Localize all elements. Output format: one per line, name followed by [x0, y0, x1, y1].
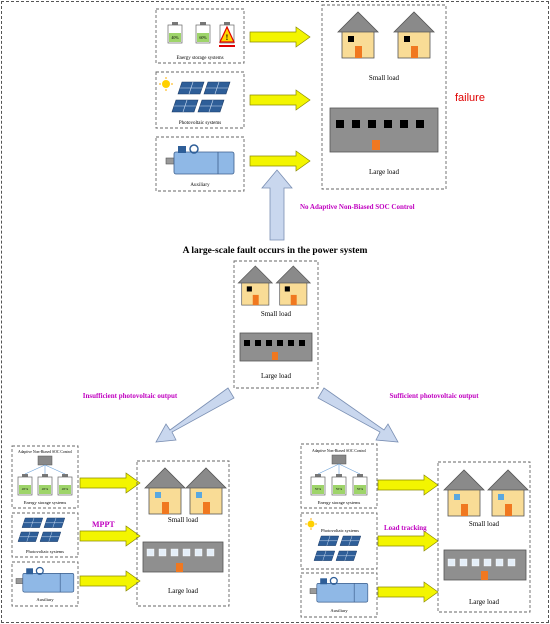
left-pv-box [11, 512, 79, 558]
aux-label: Auxiliary [36, 597, 54, 602]
motor-icon [309, 576, 369, 603]
small-load-label: Small load [369, 74, 400, 82]
mode-label: Load tracking [384, 524, 427, 532]
up-arrow [261, 169, 293, 241]
sun-icon [305, 518, 317, 530]
power-arrow [249, 150, 311, 172]
battery-level: 45% [42, 487, 49, 491]
battery-level: 45% [22, 487, 29, 491]
right-aux-box [300, 572, 378, 618]
sun-icon [159, 77, 173, 91]
battery-icon [331, 473, 347, 496]
power-arrow [377, 474, 439, 496]
no-control-label: No Adaptive Non-Biased SOC Control [300, 203, 415, 211]
headline: A large-scale fault occurs in the power … [183, 246, 368, 256]
large-load-label: Large load [168, 587, 198, 595]
factory-icon [239, 332, 313, 362]
house-icon [275, 265, 311, 306]
right-pv-box [300, 512, 378, 570]
top-aux-box [155, 136, 245, 192]
solar-panels-icon [17, 517, 66, 542]
left-sources-group: Adaptive Non-Biased SOC Control 45% 45% … [11, 445, 79, 607]
battery-level: 40% [171, 35, 179, 40]
right-sources-group: Adaptive Non-Biased SOC Control 55% 55% … [300, 443, 378, 618]
battery-icon [57, 473, 73, 496]
left-branch-arrow [155, 387, 235, 443]
top-loads-box [321, 4, 447, 190]
power-arrow [377, 581, 439, 603]
top-sources-group: 40% 60% ! Energy storage systems Photovo… [155, 8, 245, 192]
power-arrow [79, 570, 141, 592]
energy-storage-label: Energy storage systems [24, 500, 67, 505]
left-loads-group: Small load Large load [136, 460, 230, 607]
right-energy-storage-box [300, 443, 378, 509]
battery-icon [310, 473, 326, 496]
left-aux-box [11, 561, 79, 607]
control-label: Adaptive Non-Biased SOC Control [312, 449, 366, 453]
motor-icon [15, 566, 75, 593]
battery-level: 45% [62, 487, 69, 491]
aux-label: Auxiliary [190, 183, 210, 188]
center-loads-group: Small load Large load [233, 260, 319, 389]
energy-storage-label: Energy storage systems [318, 500, 361, 505]
left-loads-box [136, 460, 230, 607]
power-arrow [79, 525, 141, 547]
house-icon [393, 11, 435, 59]
house-icon [337, 11, 379, 59]
house-icon [237, 265, 273, 306]
solar-panels-icon [313, 535, 362, 561]
aux-label: Auxiliary [330, 608, 348, 613]
mode-label: MPPT [92, 520, 115, 529]
battery-level: 55% [336, 487, 343, 491]
right-branch-label: Sufficient photovoltaic output [389, 392, 479, 400]
right-branch-arrow [317, 387, 399, 443]
left-energy-storage-box [11, 445, 79, 509]
battery-level: 60% [199, 35, 207, 40]
factory-icon [443, 549, 527, 581]
motor-icon [165, 144, 235, 175]
battery-warning-icon: ! [219, 22, 235, 47]
right-loads-box [437, 461, 531, 613]
battery-level: 55% [315, 487, 322, 491]
house-icon [185, 467, 227, 515]
power-arrow [249, 26, 311, 48]
top-pv-box [155, 71, 245, 129]
pv-label: Photovoltaic systems [179, 121, 221, 126]
large-load-label: Large load [369, 168, 399, 176]
small-load-label: Small load [261, 310, 292, 318]
svg-text:!: ! [226, 33, 229, 42]
small-load-label: Small load [168, 516, 199, 524]
house-icon [144, 467, 186, 515]
battery-icon [17, 473, 33, 496]
energy-storage-label: Energy storage systems [176, 56, 223, 61]
factory-icon [329, 107, 439, 153]
power-arrow [377, 530, 439, 552]
control-label: Adaptive Non-Biased SOC Control [18, 450, 72, 454]
top-energy-storage-box [155, 8, 245, 64]
top-loads-group: Small load Large load [321, 4, 447, 190]
power-arrow [249, 89, 311, 111]
large-load-label: Large load [261, 372, 291, 380]
power-arrow [79, 472, 141, 494]
failure-label: failure [455, 92, 485, 104]
center-loads-box [233, 260, 319, 389]
small-load-label: Small load [469, 520, 500, 528]
solar-panels-icon [171, 81, 231, 113]
right-loads-group: Small load Large load [437, 461, 531, 613]
factory-icon [142, 541, 224, 573]
controller-icon [317, 454, 361, 475]
large-load-label: Large load [469, 598, 499, 606]
battery-level: 55% [357, 487, 364, 491]
left-branch-label: Insufficient photovoltaic output [83, 392, 178, 400]
house-icon [487, 469, 529, 517]
controller-icon [24, 455, 66, 475]
pv-label: Photovoltaic systems [26, 549, 64, 554]
battery-icon [352, 473, 368, 496]
house-icon [443, 469, 485, 517]
pv-label: Photovoltaic systems [321, 528, 359, 533]
battery-icon [37, 473, 53, 496]
